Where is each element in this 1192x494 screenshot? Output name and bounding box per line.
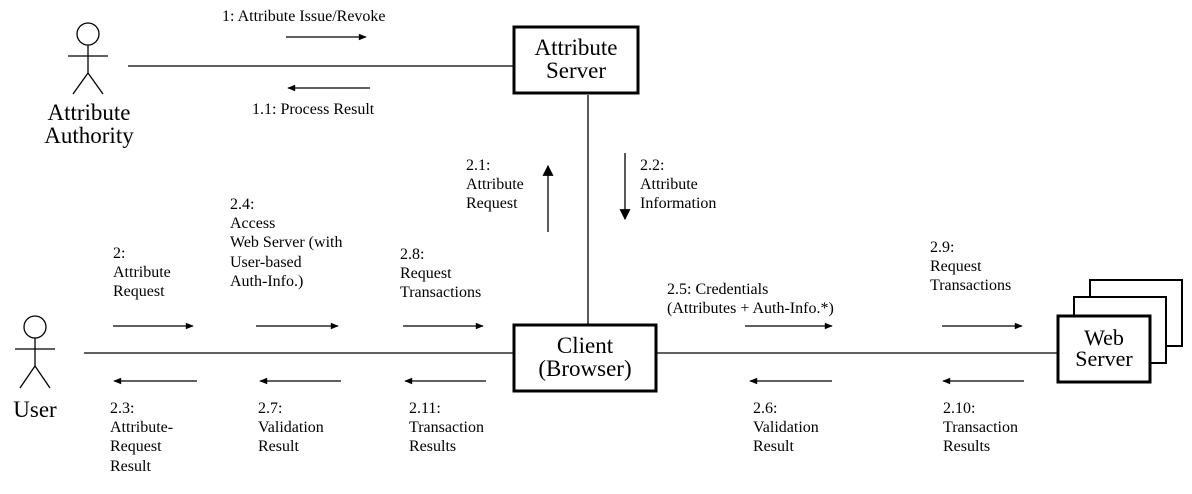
attribute-server-label: Attribute Server [534,35,618,84]
message-2-6-label: 2.6: Validation Result [753,400,819,456]
client-box [512,323,658,393]
message-2-10-label: 2.10: Transaction Results [943,400,1018,456]
client-label: Client (Browser) [538,333,632,382]
web-server-stack-icon [1056,279,1183,384]
message-2-7-label: 2.7: Validation Result [258,400,324,456]
message-1-label: 1: Attribute Issue/Revoke [222,8,386,25]
message-2-8-label: 2.8: Request Transactions [400,246,482,302]
message-2-4-label: 2.4: Access Web Server (with User-based … [230,196,343,290]
attribute-authority-name: Attribute Authority [44,100,134,149]
user-name: User [13,397,57,422]
message-2-1-label: 2.1: Attribute Request [466,157,524,213]
message-2-5-label: 2.5: Credentials (Attributes + Auth-Info… [667,281,834,318]
web-server-label: Web Server [1075,325,1133,371]
message-2-2-label: 2.2: Attribute Information [640,157,717,213]
message-2-label: 2: Attribute Request [113,245,171,301]
message-1-1-label: 1.1: Process Result [252,101,375,118]
attribute-server-box [512,25,640,95]
user-actor-icon [15,315,55,389]
message-arrows [113,33,1024,385]
message-2-9-label: 2.9: Request Transactions [930,239,1012,295]
message-2-3-label: 2.3: Attribute- Request Result [110,400,174,475]
attribute-authority-actor-icon [68,22,108,95]
association-links [84,65,1058,354]
message-2-11-label: 2.11: Transaction Results [409,400,484,456]
